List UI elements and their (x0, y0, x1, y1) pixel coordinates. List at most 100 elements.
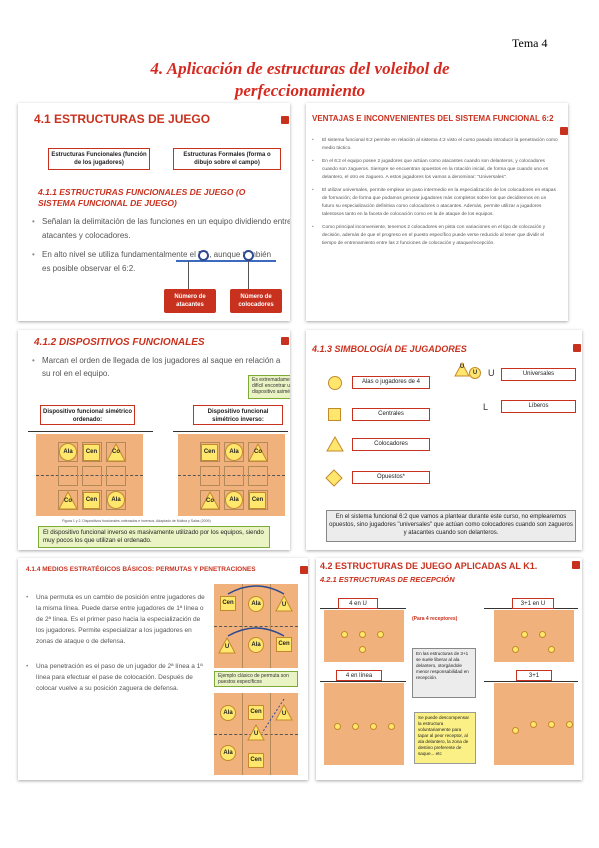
note-box: Ejemplo clásico de permuta son puestos e… (214, 671, 298, 687)
structure-label: 4 en línea (336, 670, 382, 681)
circle-symbol (243, 250, 254, 261)
player-ala: Ala (111, 497, 121, 503)
slide-estructuras-k1: 4.2 ESTRUCTURAS DE JUEGO APLICADAS AL K1… (316, 558, 582, 780)
player-u: U (253, 731, 259, 737)
net-line (320, 681, 406, 682)
slide-title: 4.1 ESTRUCTURAS DE JUEGO (34, 112, 211, 126)
structure-label: 4 en U (338, 598, 378, 609)
liberos-label: Líberos (501, 400, 576, 413)
slide-badge (572, 561, 580, 569)
slide-title: 4.1.4 MEDIOS ESTRATÉGICOS BÁSICOS: PERMU… (26, 566, 256, 573)
bullet-item: En el 6:2 el equipo posee 2 jugadores qu… (312, 158, 558, 182)
net-line (484, 681, 578, 682)
slide-badge (281, 116, 289, 124)
estructuras-formales-box: Estructuras Formales (forma o dibujo sob… (173, 148, 281, 170)
section-subtitle: 4.1.1 ESTRUCTURAS FUNCIONALES DE JUEGO (… (38, 187, 246, 208)
grey-note: En las estructuras de 3+1 se suele liber… (412, 648, 476, 698)
court (324, 683, 404, 765)
player-ala: Ala (223, 750, 233, 756)
player-u: U (224, 644, 230, 650)
court2-title-a: Dispositivo funcional (207, 409, 269, 415)
permuta-arrows (227, 585, 285, 637)
slide-badge (560, 127, 568, 135)
opuesto-symbol (325, 469, 343, 487)
tema-label: Tema 4 (512, 36, 548, 50)
court (494, 683, 574, 765)
structure-label: 3+1 en U (512, 598, 554, 609)
title-line-2: perfeccionamiento (234, 81, 366, 100)
bullet-item: El sistema funcional 6:2 permite en rela… (312, 137, 558, 153)
player-ala: Ala (229, 449, 239, 455)
player-co: Co (64, 498, 72, 504)
bullet-item: Una permuta es un cambio de posición ent… (26, 592, 206, 647)
slide-badge (300, 566, 308, 574)
connector-line (188, 261, 189, 289)
bullet-list: Señalan la delimitación de las funciones… (32, 215, 290, 276)
bullet-item: Señalan la delimitación de las funciones… (32, 215, 290, 243)
bullet-list: Una permuta es un cambio de posición ent… (26, 592, 206, 694)
colocador-symbol (326, 436, 344, 452)
slide-dispositivos-funcionales: 4.1.2 DISPOSITIVOS FUNCIONALES Marcan el… (18, 330, 290, 550)
circle-symbol (198, 250, 209, 261)
connector-line (248, 261, 249, 289)
court: Cen Ala Co Co Ala Cen (178, 434, 285, 516)
slide-title: 4.1.2 DISPOSITIVOS FUNCIONALES (34, 337, 205, 348)
slide-ventajas-inconvenientes: VENTAJAS E INCONVENIENTES DEL SISTEMA FU… (306, 103, 568, 321)
player-cen: Cen (85, 449, 98, 455)
bullet-item: Una penetración es el paso de un jugador… (26, 661, 206, 694)
bullet-item: En alto nivel se utiliza fundamentalment… (32, 248, 277, 276)
note-box: En el sistema funcional 6:2 que vamos a … (326, 510, 576, 542)
ala-label: Alas o jugadores de 4 (352, 376, 430, 389)
bullet-list: Marcan el orden de llegada de los jugado… (32, 354, 282, 380)
player-ala: Ala (223, 710, 233, 716)
player-co-triangle (248, 443, 268, 462)
bullet-list: El sistema funcional 6:2 permite en rela… (312, 137, 558, 248)
libero-letter: L (483, 402, 489, 412)
opuesto-label: Opuestos* (352, 471, 430, 484)
slide-title: 4.1.3 SIMBOLOGÍA DE JUGADORES (312, 344, 467, 354)
player-co: Co (206, 498, 214, 504)
player-cen: Cen (203, 449, 216, 455)
label-colocadores: Número de colocadores (230, 289, 282, 313)
title-line-1: 4. Aplicación de estructuras del voleibo… (150, 59, 450, 78)
player-cen: Cen (278, 641, 290, 647)
label-atacantes: Número de atacantes (164, 289, 216, 313)
net-line (173, 431, 288, 432)
u-letter: U (488, 368, 495, 378)
player-co-triangle (200, 491, 220, 510)
estructuras-funcionales-box: Estructuras Funcionales (función de los … (48, 148, 150, 170)
player-co-triangle (58, 491, 78, 510)
slide-title: VENTAJAS E INCONVENIENTES DEL SISTEMA FU… (312, 114, 554, 123)
slide-badge (281, 337, 289, 345)
player-cen: Cen (85, 497, 98, 503)
player-co: Co (112, 449, 120, 455)
slide-estructuras-juego: 4.1 ESTRUCTURAS DE JUEGO Estructuras Fun… (18, 103, 290, 321)
note-box: Es extremadamente difícil encontrar un d… (248, 375, 290, 399)
central-symbol (328, 408, 341, 421)
player-cen: Cen (222, 600, 234, 606)
para-4-label: (Para 4 receptores) (412, 616, 458, 622)
u-letter: U (459, 364, 465, 370)
colocador-label: Colocadores (352, 438, 430, 451)
page-title: 4. Aplicación de estructuras del voleibo… (90, 58, 510, 102)
player-ala: Ala (251, 601, 261, 607)
net-line (28, 431, 153, 432)
central-label: Centrales (352, 408, 430, 421)
bullet-item: El utilizar universales, permite emplear… (312, 187, 558, 219)
bottom-note: El dispositivo funcional inverso es masi… (38, 526, 270, 548)
court (494, 610, 574, 662)
universales-label: Universales (501, 368, 576, 381)
bullet-item: Como principal inconveniente, tenemos 2 … (312, 224, 558, 248)
penetracion-arrow (261, 698, 285, 734)
court: Cen Ala U U Ala Cen (214, 584, 298, 668)
player-cen: Cen (250, 709, 262, 715)
player-co: Co (254, 449, 262, 455)
player-u: U (281, 602, 287, 608)
u-letter: U (472, 370, 478, 376)
player-cen: Cen (250, 757, 262, 763)
player-ala: Ala (63, 449, 73, 455)
attack-line (36, 475, 143, 476)
player-cen: Cen (251, 497, 264, 503)
universal-triangle-icon (454, 362, 470, 377)
net-line (176, 260, 276, 262)
